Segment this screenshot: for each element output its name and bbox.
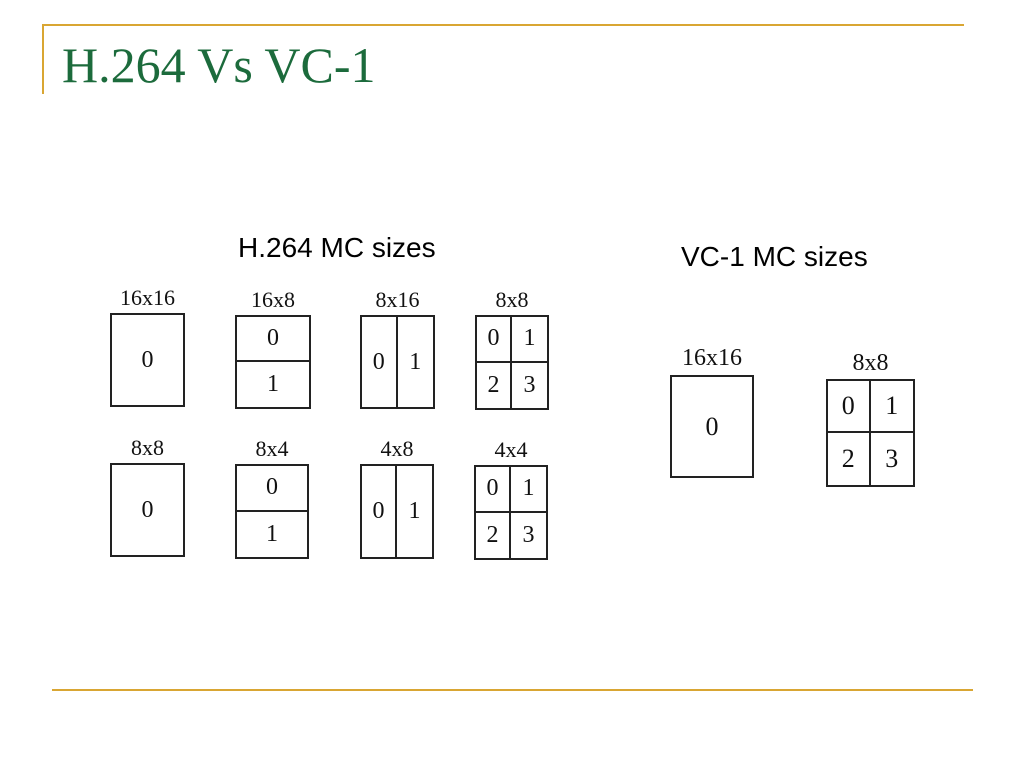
partition-cell: 0	[141, 346, 154, 373]
partition-cell: 0	[362, 466, 397, 557]
partition-cell: 2	[476, 512, 511, 558]
partition-label: 8x8	[495, 287, 529, 312]
partition-cell: 2	[828, 433, 871, 485]
partition-block: 0 1 2 3	[474, 465, 548, 560]
partition-cell: 1	[267, 371, 279, 397]
partition-cell: 1	[870, 381, 913, 433]
partition-label: 8x8	[852, 350, 889, 376]
h264-partition-4x4: 4x4 0 1 2 3	[474, 439, 548, 560]
partition-cell: 0	[477, 317, 512, 363]
h264-partition-8x8-single: 8x8 0	[110, 437, 185, 557]
partition-label: 4x8	[380, 436, 414, 461]
partition-label: 16x16	[120, 285, 175, 310]
partition-cell: 1	[408, 498, 421, 524]
partition-block: 0	[110, 313, 185, 407]
footer-rule	[52, 689, 973, 691]
partition-cell: 0	[237, 317, 309, 362]
partition-label: 8x4	[255, 436, 289, 461]
h264-partition-16x8: 16x8 0 1	[235, 289, 311, 409]
partition-cell: 3	[522, 521, 535, 548]
partition-block: 0 1	[235, 464, 309, 559]
slide-title: H.264 Vs VC-1	[62, 37, 376, 93]
partition-label: 16x16	[682, 345, 742, 371]
h264-partition-8x16: 8x16 0 1	[360, 289, 435, 409]
partition-cell: 0	[141, 496, 154, 523]
partition-block: 0 1 2 3	[826, 379, 915, 487]
partition-block: 0	[670, 375, 754, 478]
partition-label: 8x16	[375, 287, 420, 312]
h264-partition-8x4: 8x4 0 1	[235, 438, 309, 559]
partition-cell: 0	[476, 467, 511, 513]
partition-cell: 0	[705, 411, 719, 441]
partition-cell: 0	[828, 381, 871, 433]
partition-block: 0 1 2 3	[475, 315, 549, 410]
partition-label: 16x8	[251, 287, 295, 312]
partition-cell: 1	[511, 467, 546, 513]
vc1-mc-sizes-heading: VC-1 MC sizes	[681, 241, 868, 272]
partition-cell: 0	[362, 317, 398, 407]
h264-partition-8x8: 8x8 0 1 2 3	[475, 289, 549, 410]
title-frame-left-rule	[42, 24, 44, 94]
partition-block: 0 1	[235, 315, 311, 409]
partition-block: 0 1	[360, 464, 434, 559]
h264-partition-16x16: 16x16 0	[110, 287, 185, 407]
partition-label: 8x8	[131, 435, 164, 460]
partition-cell: 1	[512, 317, 547, 363]
partition-cell: 0	[237, 466, 307, 512]
partition-cell: 1	[409, 348, 422, 375]
vc1-partition-16x16: 16x16 0	[670, 346, 754, 478]
partition-cell: 3	[523, 371, 536, 398]
title-frame-top-rule	[42, 24, 964, 26]
vc1-partition-8x8: 8x8 0 1 2 3	[826, 351, 915, 487]
partition-block: 0 1	[360, 315, 435, 409]
h264-mc-sizes-heading: H.264 MC sizes	[238, 232, 436, 263]
h264-partition-4x8: 4x8 0 1	[360, 438, 434, 559]
partition-label: 4x4	[494, 437, 528, 462]
partition-cell: 3	[885, 444, 899, 473]
partition-cell: 1	[266, 520, 278, 547]
partition-block: 0	[110, 463, 185, 557]
partition-cell: 2	[477, 362, 512, 408]
